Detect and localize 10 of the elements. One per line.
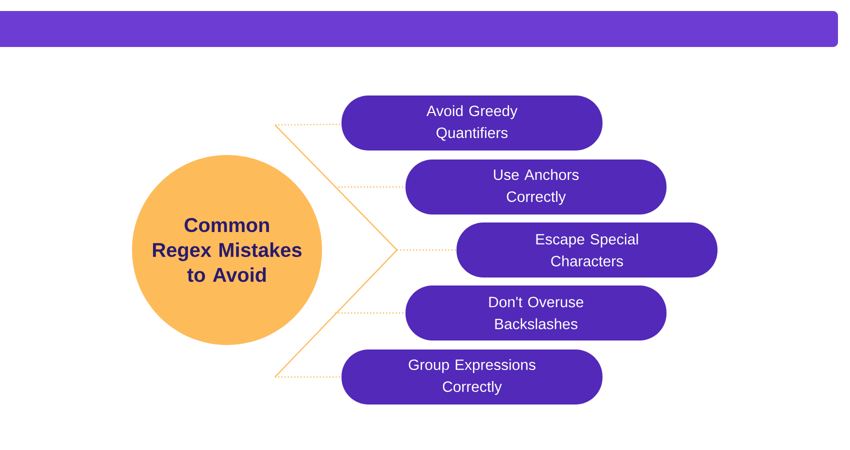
mistake-pill: Avoid Greedy Quantifiers — [342, 96, 602, 150]
dotted-connector — [275, 124, 342, 126]
dotted-connector — [335, 186, 406, 188]
dotted-connector — [275, 376, 342, 378]
mistake-pill: Use Anchors Correctly — [406, 160, 666, 214]
dotted-connector — [397, 249, 456, 251]
mistake-pill: Group Expressions Correctly — [342, 350, 602, 404]
mistake-pill: Escape Special Characters — [456, 222, 718, 278]
mistake-pill: Don't Overuse Backslashes — [406, 286, 666, 340]
dotted-connector — [335, 312, 406, 314]
